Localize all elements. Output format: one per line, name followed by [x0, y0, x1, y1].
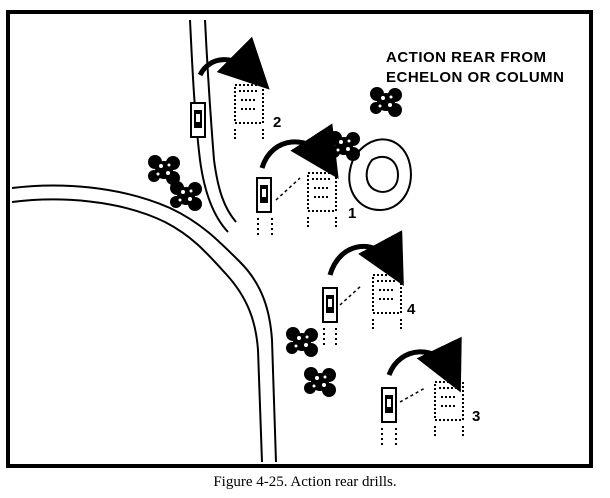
maneuver-3 [381, 336, 464, 445]
end-vehicle-icon [372, 274, 402, 330]
arrow-icon [259, 123, 339, 179]
tree-icon [286, 327, 318, 357]
figure-caption: Figure 4-25. Action rear drills. [213, 474, 397, 490]
end-vehicle-icon [434, 381, 464, 437]
tree-icon [148, 155, 180, 185]
diagram-title: ACTION REAR FROM ECHELON OR COLUMN [386, 48, 565, 88]
tree-icon [328, 131, 360, 161]
tree-icon [170, 181, 202, 211]
title-line-2: ECHELON OR COLUMN [386, 69, 565, 86]
maneuver-1 [256, 123, 339, 238]
position-label-2: 2 [273, 114, 282, 131]
start-vehicle-icon [381, 387, 397, 423]
position-label-3: 3 [472, 408, 481, 425]
end-vehicle-icon [307, 172, 337, 228]
arrow-icon [386, 336, 462, 393]
tree-icon [370, 87, 402, 117]
maneuver-4 [322, 230, 404, 345]
start-vehicle-icon [190, 102, 206, 138]
position-label-4: 4 [407, 301, 416, 318]
title-line-1: ACTION REAR FROM [386, 49, 547, 66]
maneuver-2 [190, 36, 270, 140]
position-label-1: 1 [348, 205, 357, 222]
arrow-icon [327, 230, 404, 286]
trail [189, 19, 237, 233]
start-vehicle-icon [322, 287, 338, 323]
diagram-canvas [11, 19, 464, 463]
start-vehicle-icon [256, 177, 272, 213]
end-vehicle-icon [234, 84, 264, 140]
pond [348, 138, 412, 212]
figure-frame [6, 10, 593, 468]
tree-icon [304, 367, 336, 397]
arrow-icon [197, 36, 270, 90]
river [11, 184, 277, 463]
